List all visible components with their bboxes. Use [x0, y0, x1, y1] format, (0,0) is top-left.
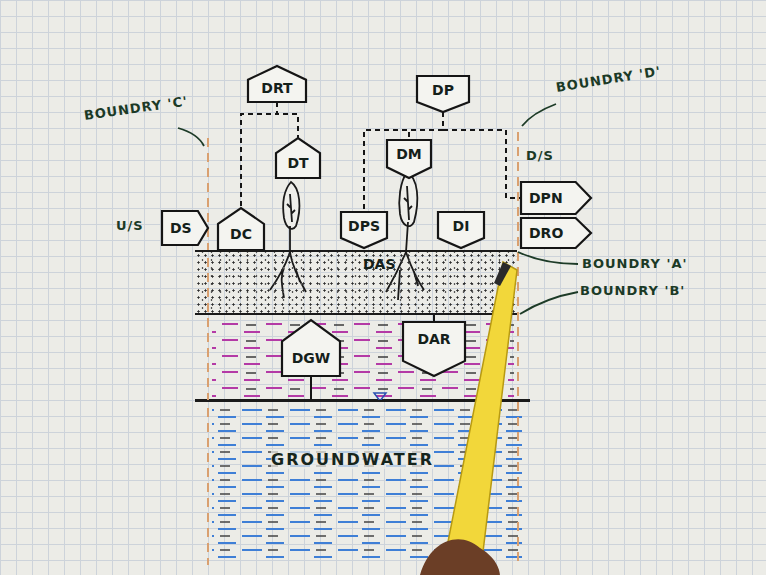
node-text: DM — [396, 146, 422, 162]
pentagon-box: DAR — [403, 322, 465, 376]
annotation-label: BOUNDRY 'C' — [83, 93, 189, 122]
water-layer — [212, 404, 522, 560]
groundwater-band: GROUNDWATER — [195, 400, 530, 565]
annotation-label: BOUNDRY 'D' — [555, 63, 662, 94]
leader-line — [178, 104, 578, 314]
house-box: DC — [218, 208, 264, 250]
arrow-box: DRO — [521, 218, 591, 248]
dashed-connector — [277, 102, 298, 138]
clay-layer — [212, 318, 514, 398]
pentagon-box: DP — [417, 76, 469, 112]
annotation-label: BOUNDRY 'A' — [582, 256, 687, 271]
dashed-connector — [443, 112, 521, 198]
arrow-box: DPN — [521, 182, 591, 214]
node-text: DAR — [417, 331, 450, 347]
node-text: DPS — [348, 218, 380, 234]
node-text: DRT — [261, 80, 292, 96]
boundary-line — [517, 132, 519, 565]
node-text: DT — [287, 155, 308, 171]
house-box: DGW — [282, 320, 340, 376]
dashed-connector — [364, 112, 443, 212]
node-text: DAS — [363, 256, 396, 272]
node-text: DRO — [529, 225, 563, 241]
annotation-label: U/S — [116, 218, 144, 233]
house-box: DRT — [248, 66, 306, 102]
node-text: DI — [453, 218, 470, 234]
shape-outline — [282, 320, 340, 376]
node-text: DC — [230, 226, 252, 242]
node-text: DS — [170, 220, 192, 236]
shape-outline — [403, 322, 465, 376]
soil-band: DAS — [195, 250, 517, 315]
dashed-connector — [311, 376, 312, 400]
dashed-connector — [434, 315, 435, 322]
node-text: DP — [432, 82, 454, 98]
node-text: DPN — [529, 190, 563, 206]
annotation-label: BOUNDRY 'B' — [580, 283, 685, 298]
boundary-line — [207, 138, 209, 565]
pentagon-box: DPS — [341, 212, 387, 248]
node-text: GROUNDWATER — [271, 450, 434, 469]
dashed-connector — [409, 112, 443, 140]
house-box: DT — [276, 138, 320, 178]
node-text: DGW — [292, 350, 331, 366]
annotation-label: D/S — [526, 148, 554, 163]
arrow-box: DS — [162, 211, 208, 245]
pentagon-box: DI — [438, 212, 484, 248]
dashed-connector — [241, 102, 277, 208]
pentagon-box: DM — [387, 140, 431, 178]
